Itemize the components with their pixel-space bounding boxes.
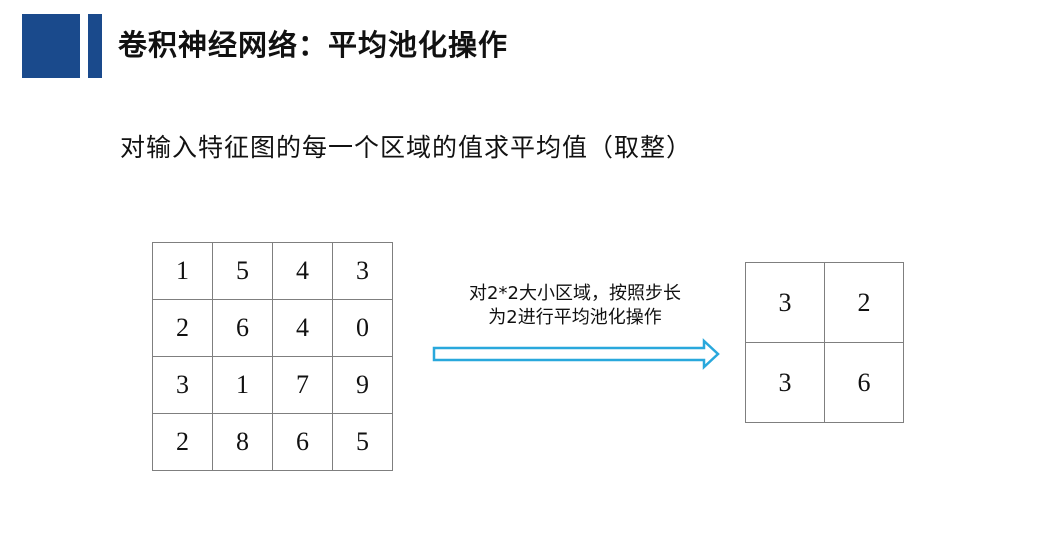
input-cell: 5 [332,413,393,471]
input-cell: 0 [332,299,393,357]
output-cell: 3 [745,262,825,343]
input-cell: 4 [272,299,333,357]
slide-title: 卷积神经网络：平均池化操作 [118,28,509,62]
output-cell: 6 [824,342,904,423]
input-cell: 6 [212,299,273,357]
operation-line-1: 对2*2大小区域，按照步长 [469,283,681,304]
input-cell: 2 [152,299,213,357]
input-cell: 8 [212,413,273,471]
input-cell: 6 [272,413,333,471]
operation-description: 对2*2大小区域，按照步长 为2进行平均池化操作 [430,282,720,330]
right-arrow-icon [432,338,720,370]
header-accent-block [22,14,80,78]
input-cell: 9 [332,356,393,414]
output-cell: 2 [824,262,904,343]
input-cell: 7 [272,356,333,414]
input-cell: 1 [212,356,273,414]
input-cell: 3 [152,356,213,414]
input-cell: 2 [152,413,213,471]
header-accent-bar [88,14,102,78]
input-cell: 5 [212,242,273,300]
input-cell: 1 [152,242,213,300]
input-cell: 4 [272,242,333,300]
output-cell: 3 [745,342,825,423]
input-cell: 3 [332,242,393,300]
slide-subtitle: 对输入特征图的每一个区域的值求平均值（取整） [120,133,693,162]
operation-line-2: 为2进行平均池化操作 [488,307,662,328]
